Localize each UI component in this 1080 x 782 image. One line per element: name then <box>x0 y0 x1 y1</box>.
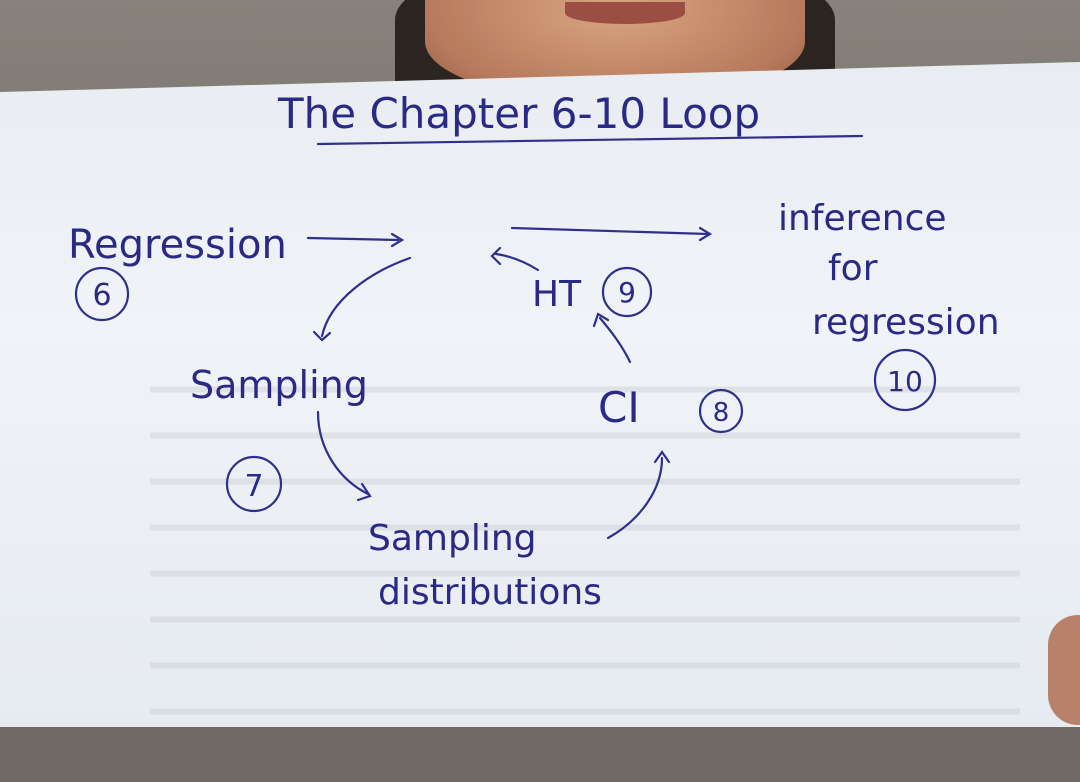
holding-thumb <box>1048 615 1080 725</box>
diagram-title: The Chapter 6-10 Loop <box>277 89 760 138</box>
node-ci-number: 8 <box>713 398 730 428</box>
node-sampling-distributions-line2: distributions <box>378 572 602 613</box>
node-ci-label: CI <box>598 383 640 432</box>
bleed-through-text <box>150 362 1020 727</box>
person-mouth <box>565 2 685 24</box>
node-sampling-number-circle <box>225 455 283 513</box>
node-inference-line2: for <box>828 248 878 289</box>
node-regression-number: 6 <box>92 278 111 313</box>
handwritten-diagram: The Chapter 6-10 Loop Regression 6 Sampl… <box>68 89 1000 613</box>
node-inference-line1: inference <box>778 198 947 239</box>
node-inference-number-circle <box>873 348 937 412</box>
node-inference-line3: regression <box>812 302 1000 343</box>
node-sampling-label: Sampling <box>190 363 368 407</box>
arrow-regression-right <box>306 232 405 248</box>
node-sampling-distributions-line1: Sampling <box>368 518 537 559</box>
arrow-to-sampling <box>312 256 412 342</box>
node-ht-number-circle <box>601 266 653 318</box>
node-regression-label: Regression <box>68 222 287 268</box>
arrow-distributions-to-ci <box>606 450 671 540</box>
node-ht-number: 9 <box>618 276 636 309</box>
node-inference-number: 10 <box>887 365 923 398</box>
title-underline <box>316 134 864 146</box>
arrow-to-inference <box>510 226 713 242</box>
arrow-sampling-to-distributions <box>316 410 372 502</box>
node-ci-number-circle <box>698 388 744 434</box>
arrow-ci-to-ht <box>592 312 632 364</box>
node-sampling-number: 7 <box>244 469 263 504</box>
arrow-ht-up-left <box>490 246 540 272</box>
node-regression-number-circle <box>74 266 130 322</box>
paper-sheet <box>0 62 1080 727</box>
node-ht-label: HT <box>532 274 582 315</box>
